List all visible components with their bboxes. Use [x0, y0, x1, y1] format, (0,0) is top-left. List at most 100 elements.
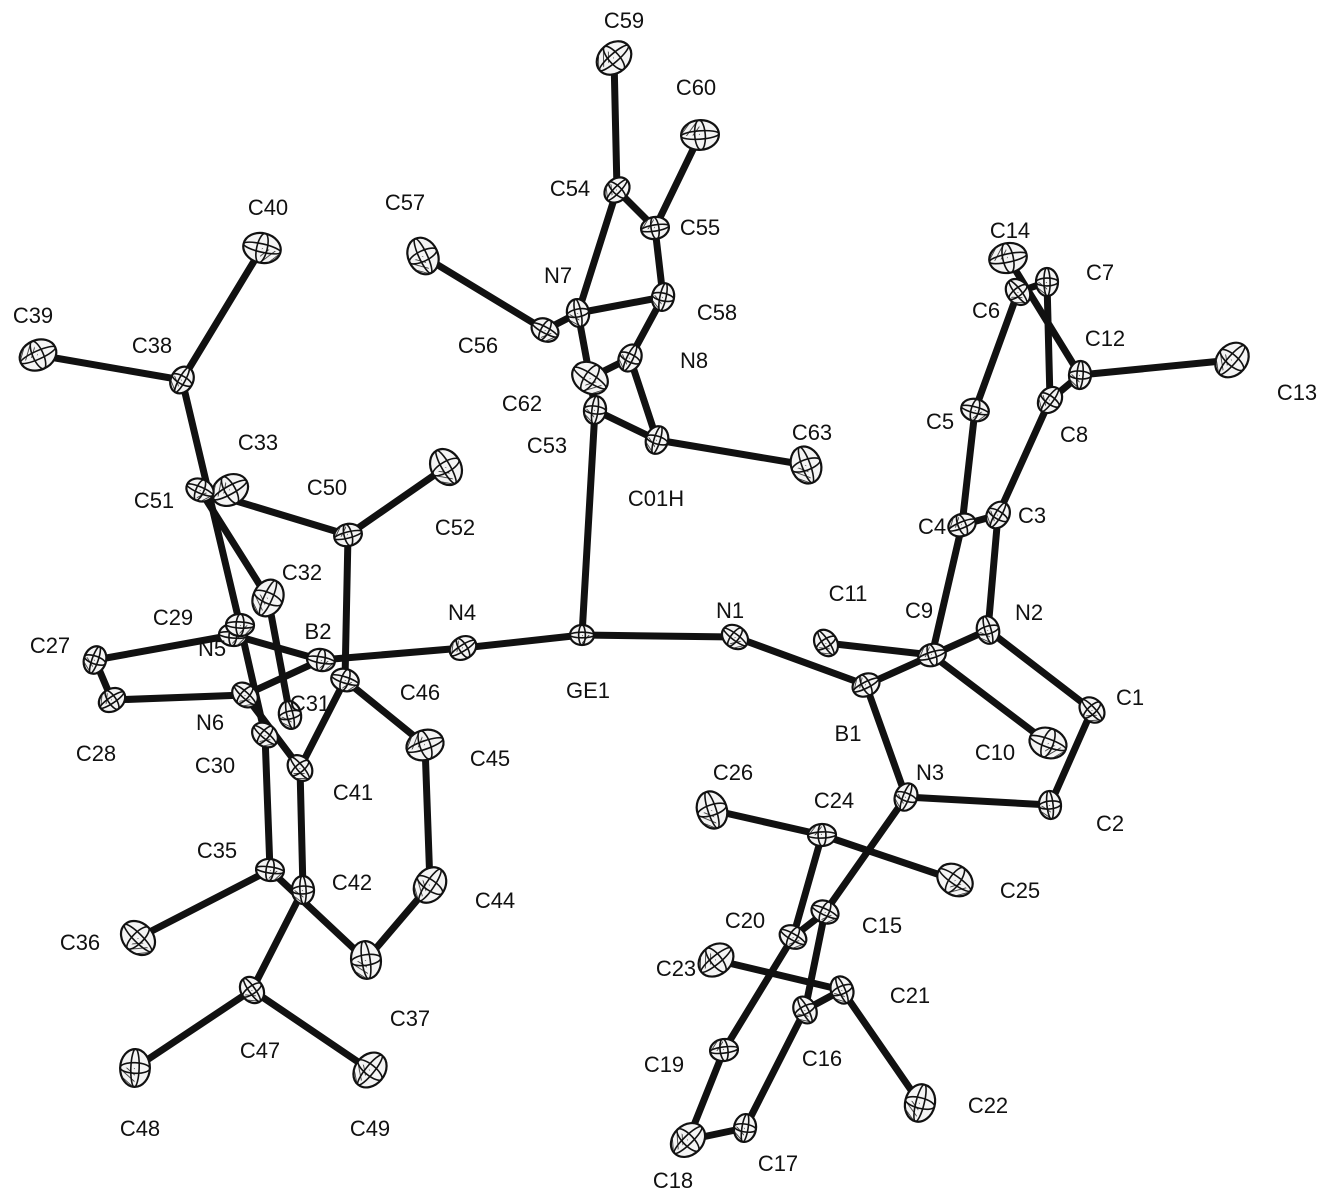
atom-c7 — [1034, 266, 1060, 298]
atom-label-c40: C40 — [248, 195, 288, 220]
atom-c60 — [680, 119, 720, 151]
atom-label-b1: B1 — [835, 721, 862, 746]
atom-label-c39: C39 — [13, 303, 53, 328]
atom-label-c52: C52 — [435, 515, 475, 540]
atom-c20 — [778, 924, 808, 950]
bond-c16-c17 — [741, 1006, 809, 1132]
atom-c30 — [251, 721, 279, 749]
bond-c9-c11 — [822, 639, 936, 659]
atom-label-c25: C25 — [1000, 878, 1040, 903]
atom-c52 — [428, 447, 464, 487]
atom-label-c3: C3 — [1018, 503, 1046, 528]
atom-c41 — [286, 754, 314, 782]
atom-label-n5: N5 — [198, 636, 226, 661]
bond-layer — [34, 54, 1236, 1144]
bond-c01h-c63 — [653, 436, 810, 469]
atom-c10 — [1028, 726, 1068, 760]
atom-c59 — [595, 40, 633, 76]
atom-label-c12: C12 — [1085, 326, 1125, 351]
bond-c5-c6 — [971, 288, 1022, 414]
atom-c26 — [695, 790, 729, 830]
atom-label-n3: N3 — [916, 760, 944, 785]
atom-label-c29: C29 — [153, 605, 193, 630]
atom-label-n7: N7 — [544, 263, 572, 288]
atom-label-c53: C53 — [527, 433, 567, 458]
atom-label-c2: C2 — [1096, 811, 1124, 836]
atom-label-c6: C6 — [972, 298, 1000, 323]
atom-c46 — [330, 667, 360, 693]
atom-label-c31: C31 — [290, 691, 330, 716]
atom-c19 — [708, 1037, 740, 1063]
bond-c7-c8 — [1043, 278, 1054, 404]
atom-n3 — [893, 782, 919, 812]
bond-c47-c48 — [131, 986, 256, 1072]
atom-c9 — [917, 642, 947, 668]
atom-label-c49: C49 — [350, 1116, 390, 1141]
bond-ge1-n4 — [459, 631, 586, 652]
atom-label-c7: C7 — [1086, 260, 1114, 285]
bond-c30-c35 — [261, 731, 274, 874]
atom-label-c56: C56 — [458, 333, 498, 358]
atom-label-c16: C16 — [802, 1046, 842, 1071]
atom-label-c46: C46 — [400, 680, 440, 705]
atom-b1 — [851, 672, 881, 698]
atom-label-c19: C19 — [644, 1052, 684, 1077]
atom-c57 — [406, 236, 440, 276]
atom-label-c30: C30 — [195, 753, 235, 778]
bond-c35-c37 — [266, 866, 370, 964]
atom-label-c17: C17 — [758, 1151, 798, 1176]
atom-c17 — [732, 1112, 758, 1144]
atom-n1 — [720, 623, 750, 651]
atom-label-ge1: GE1 — [566, 678, 610, 703]
atom-c28 — [97, 686, 127, 714]
bond-n2-c1 — [984, 626, 1096, 714]
bond-c47-c49 — [248, 986, 374, 1074]
bond-c54-c59 — [610, 54, 621, 194]
atom-label-n6: N6 — [196, 710, 224, 735]
bond-n7-c58 — [574, 293, 667, 317]
bond-c28-n6 — [108, 691, 249, 704]
bond-n1-b1 — [731, 633, 870, 689]
atom-c24 — [806, 822, 838, 848]
bond-c45-c44 — [421, 741, 434, 889]
atom-label-c59: C59 — [604, 8, 644, 33]
bond-c35-c36 — [134, 866, 274, 942]
atom-label-c01h: C01H — [628, 486, 684, 511]
atom-layer — [18, 40, 1250, 1159]
atom-label-c38: C38 — [132, 333, 172, 358]
atom-c6 — [1004, 277, 1032, 307]
atom-n6 — [231, 681, 259, 709]
atom-label-n2: N2 — [1015, 600, 1043, 625]
atom-label-c11: C11 — [829, 581, 868, 606]
atom-label-c54: C54 — [550, 176, 590, 201]
atom-c53 — [582, 394, 608, 426]
atom-c27 — [82, 645, 108, 675]
atom-label-c45: C45 — [470, 746, 510, 771]
atom-c45 — [405, 728, 445, 762]
atom-c51 — [185, 477, 215, 503]
atom-n4 — [448, 634, 478, 662]
atom-c50 — [333, 522, 363, 548]
atom-label-c37: C37 — [390, 1006, 430, 1031]
atom-c21 — [829, 975, 855, 1005]
atom-c49 — [352, 1051, 388, 1089]
atom-c56 — [530, 317, 560, 343]
atom-label-c28: C28 — [76, 741, 116, 766]
bond-n5-c27 — [91, 631, 237, 664]
atom-label-c55: C55 — [680, 215, 720, 240]
atom-label-c9: C9 — [905, 598, 933, 623]
atom-c11 — [812, 628, 840, 658]
atom-c15 — [810, 899, 840, 925]
bond-c21-c22 — [838, 986, 924, 1107]
atom-label-c35: C35 — [197, 838, 237, 863]
bond-c38-c40 — [178, 244, 266, 384]
atom-label-c4: C4 — [918, 514, 946, 539]
atom-label-c48: C48 — [120, 1116, 160, 1141]
atom-label-c22: C22 — [968, 1093, 1008, 1118]
atom-label-c26: C26 — [713, 760, 753, 785]
atom-label-c24: C24 — [814, 788, 854, 813]
bond-c12-c13 — [1076, 356, 1236, 379]
atom-label-c62: C62 — [502, 391, 542, 416]
atom-c29 — [224, 612, 256, 638]
atom-c25 — [936, 862, 974, 898]
